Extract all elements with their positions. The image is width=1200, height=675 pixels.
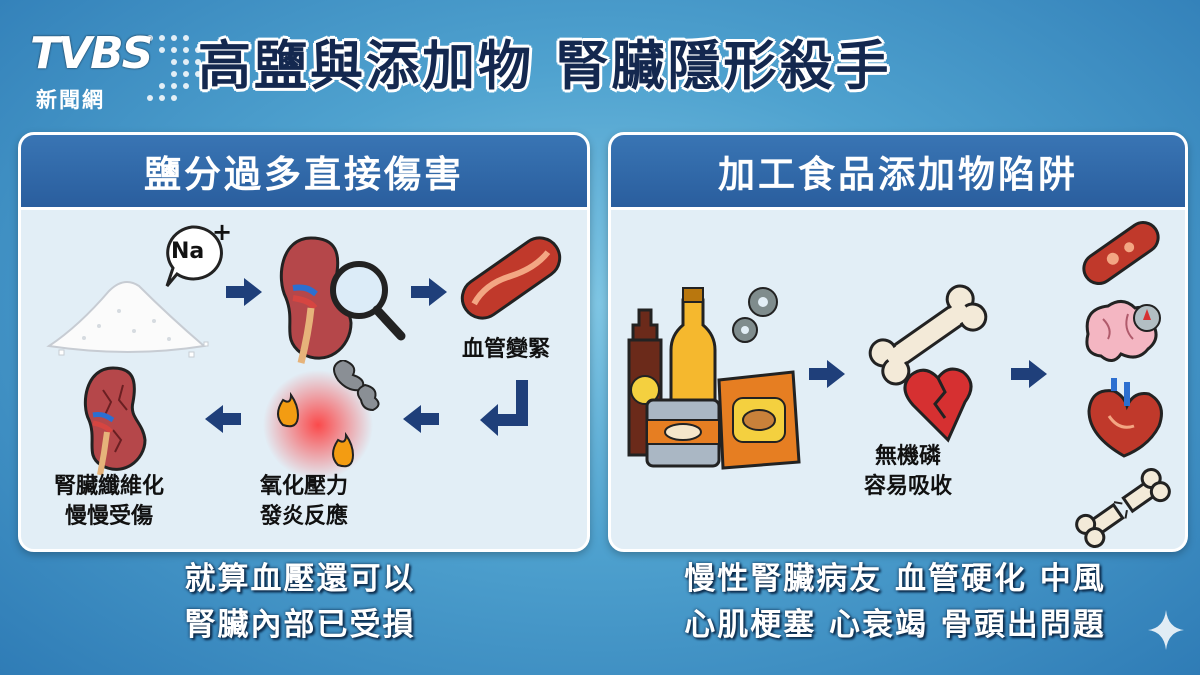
speech-bubble-icon [165, 225, 223, 287]
arrow-right-icon [226, 278, 262, 306]
logo-dots-decoration [147, 35, 201, 101]
sodium-bubble: Na + [157, 218, 237, 292]
salt-panel-body: Na + 血管變緊 [21, 210, 587, 549]
oxidative-stress-line2: 發炎反應 [259, 504, 348, 529]
left-caption-line1: 就算血壓還可以 [184, 561, 416, 597]
main-title: 高鹽與添加物 腎臟隱形殺手 [198, 36, 892, 97]
gear-icon [732, 287, 778, 343]
salt-pile-icon [46, 281, 209, 358]
logo-brand: TVBS [30, 28, 153, 79]
arrow-right-icon [411, 278, 447, 306]
left-bottom-caption: 就算血壓還可以 腎臟內部已受損 [60, 556, 540, 648]
right-bottom-caption: 慢性腎臟病友 血管硬化 中風 心肌梗塞 心衰竭 骨頭出問題 [608, 556, 1182, 648]
fibrotic-kidney-icon [83, 366, 147, 476]
right-caption-line2: 心肌梗塞 心衰竭 骨頭出問題 [684, 607, 1106, 643]
constricted-vessel-icon [460, 236, 562, 320]
additive-panel-body: 無機磷 容易吸收 [611, 210, 1185, 549]
phosphorus-line1: 無機磷 [874, 444, 941, 469]
additive-panel-header: 加工食品添加物陷阱 [611, 135, 1185, 210]
damaged-vessel-icon [1082, 221, 1160, 285]
kidney-magnifier-icon [279, 236, 406, 364]
sparkle-icon [1148, 610, 1184, 650]
oxidative-stress-line1: 氧化壓力 [259, 474, 348, 499]
salt-damage-panel: 鹽分過多直接傷害 Na + [18, 132, 590, 552]
salt-panel-header: 鹽分過多直接傷害 [21, 135, 587, 210]
kidney-fibrosis-label: 腎臟纖維化 慢慢受傷 [29, 472, 189, 532]
brain-stroke-icon [1085, 300, 1161, 362]
arrow-left-icon [403, 405, 439, 433]
logo-subtitle: 新聞網 [36, 88, 105, 112]
arrow-right-icon [1011, 360, 1047, 388]
kidney-fibrosis-line1: 腎臟纖維化 [53, 474, 164, 499]
arrow-left-icon [205, 405, 241, 433]
broken-bone-icon [1075, 468, 1171, 548]
bone-broken-heart-icon [868, 284, 988, 443]
inflammation-fire-icon [263, 360, 380, 480]
kidney-fibrosis-line2: 慢慢受傷 [64, 504, 153, 529]
additive-trap-panel: 加工食品添加物陷阱 [608, 132, 1188, 552]
arrow-right-icon [809, 360, 845, 388]
sodium-charge: + [212, 218, 233, 246]
right-caption-line1: 慢性腎臟病友 血管硬化 中風 [684, 561, 1106, 597]
vessel-tighten-label: 血管變緊 [461, 337, 550, 362]
return-arrow-icon [480, 380, 528, 436]
sodium-symbol: Na [171, 239, 205, 264]
tvbs-logo: TVBS 新聞網 [30, 28, 201, 118]
heart-organ-icon [1087, 378, 1163, 458]
inorganic-phosphorus-label: 無機磷 容易吸收 [833, 442, 983, 502]
oxidative-stress-label: 氧化壓力 發炎反應 [239, 472, 369, 532]
processed-foods-icon [627, 287, 801, 470]
phosphorus-line2: 容易吸收 [863, 474, 952, 499]
left-caption-line2: 腎臟內部已受損 [184, 607, 416, 643]
